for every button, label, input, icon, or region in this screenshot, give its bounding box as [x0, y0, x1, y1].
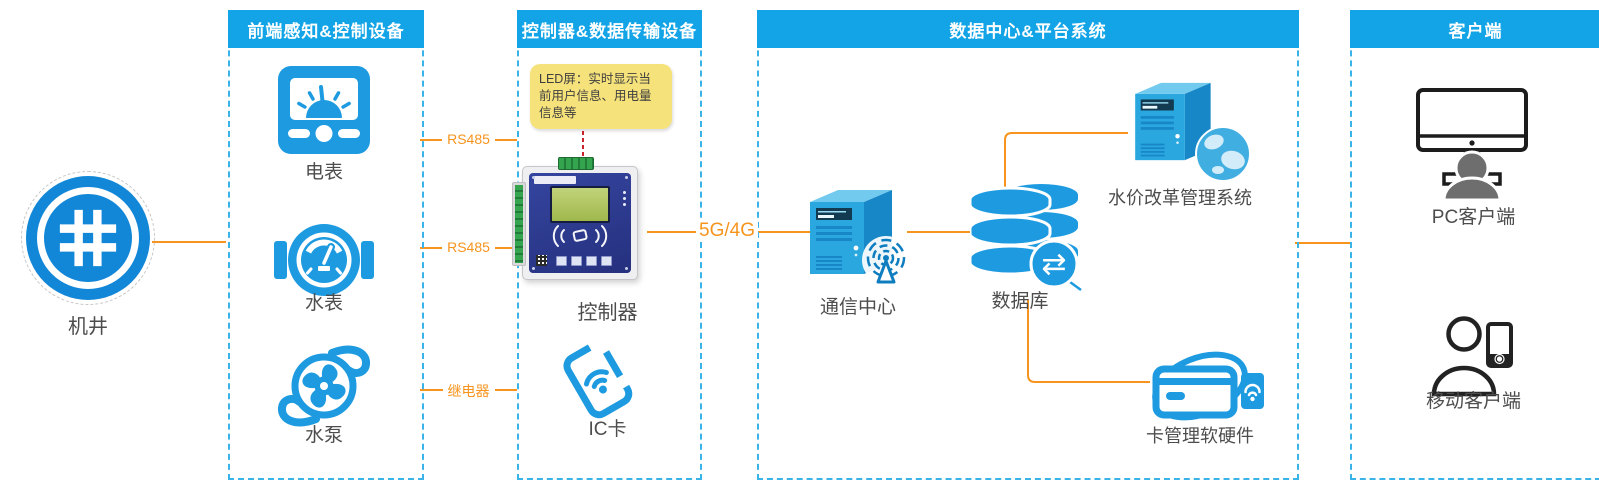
datacenter-box: 数据中心&平台系统 — [757, 10, 1299, 480]
comm-center-label: 通信中心 — [819, 297, 896, 318]
frontend-header: 前端感知&控制设备 — [228, 10, 424, 48]
rs485-label-top: RS485 — [442, 131, 495, 147]
electric-meter-icon — [278, 66, 370, 154]
mobile-client-label: 移动客户端 — [1425, 391, 1521, 412]
pc-client-icon — [1416, 88, 1528, 202]
pricing-system-label: 水价改革管理系统 — [1108, 188, 1252, 208]
controller-label: 控制器 — [577, 302, 638, 324]
led-note: LED屏：实时显示当前用户信息、用电量信息等 — [530, 64, 672, 129]
card-management-icon — [1152, 351, 1264, 421]
database-label: 数据库 — [991, 291, 1049, 312]
water-meter-icon — [274, 224, 374, 296]
client-header: 客户端 — [1350, 10, 1599, 48]
controller-front-panel — [529, 173, 631, 273]
frontend-box: 前端感知&控制设备 — [228, 10, 424, 480]
rs485-label-mid: RS485 — [442, 239, 495, 255]
well-dashed-ring — [21, 171, 155, 305]
svg-text:⇄: ⇄ — [1041, 247, 1066, 282]
well-glyph-icon — [59, 209, 117, 267]
controller-rfid-icon — [552, 225, 608, 247]
rs485-link-mid: RS485 — [420, 239, 517, 257]
antenna-icon — [862, 236, 910, 284]
cellular-label: 5G/4G — [696, 220, 758, 242]
globe-icon — [1195, 126, 1251, 182]
relay-link: 继电器 — [420, 381, 517, 401]
relay-label: 继电器 — [442, 381, 495, 401]
database-icon: ⇄ — [970, 184, 1082, 292]
phone-icon — [1486, 322, 1513, 368]
comm-center-icon — [810, 190, 910, 284]
controller-top-connector — [558, 157, 594, 170]
controller-buttons — [556, 256, 613, 266]
well-node — [21, 171, 155, 305]
ic-card-label: IC卡 — [588, 419, 627, 440]
pricing-system-icon — [1135, 82, 1251, 182]
controller-lcd-screen — [550, 186, 610, 223]
well-inner-ring — [37, 187, 139, 289]
water-meter-label: 水表 — [304, 293, 343, 314]
mobile-client-icon — [1431, 316, 1513, 397]
water-pump-icon — [278, 345, 370, 427]
datacenter-header: 数据中心&平台系统 — [757, 10, 1299, 48]
controller-device-image — [512, 157, 638, 280]
water-pump-label: 水泵 — [304, 425, 343, 446]
transmission-header: 控制器&数据传输设备 — [517, 10, 702, 48]
controller-status-leds — [623, 191, 626, 206]
cellular-link: 5G/4G — [691, 220, 763, 242]
client-box: 客户端 — [1350, 10, 1599, 480]
controller-qr-code — [536, 255, 547, 266]
well-label: 机井 — [68, 316, 108, 338]
controller-brand-strip — [534, 176, 576, 184]
controller-terminal-rail — [512, 182, 526, 266]
user-silhouette-icon — [1442, 150, 1502, 202]
card-management-label: 卡管理软硬件 — [1146, 426, 1254, 446]
electric-meter-label: 电表 — [304, 162, 343, 183]
pc-client-label: PC客户端 — [1431, 207, 1516, 228]
rs485-link-top: RS485 — [420, 131, 517, 149]
ic-card-icon — [563, 336, 633, 419]
